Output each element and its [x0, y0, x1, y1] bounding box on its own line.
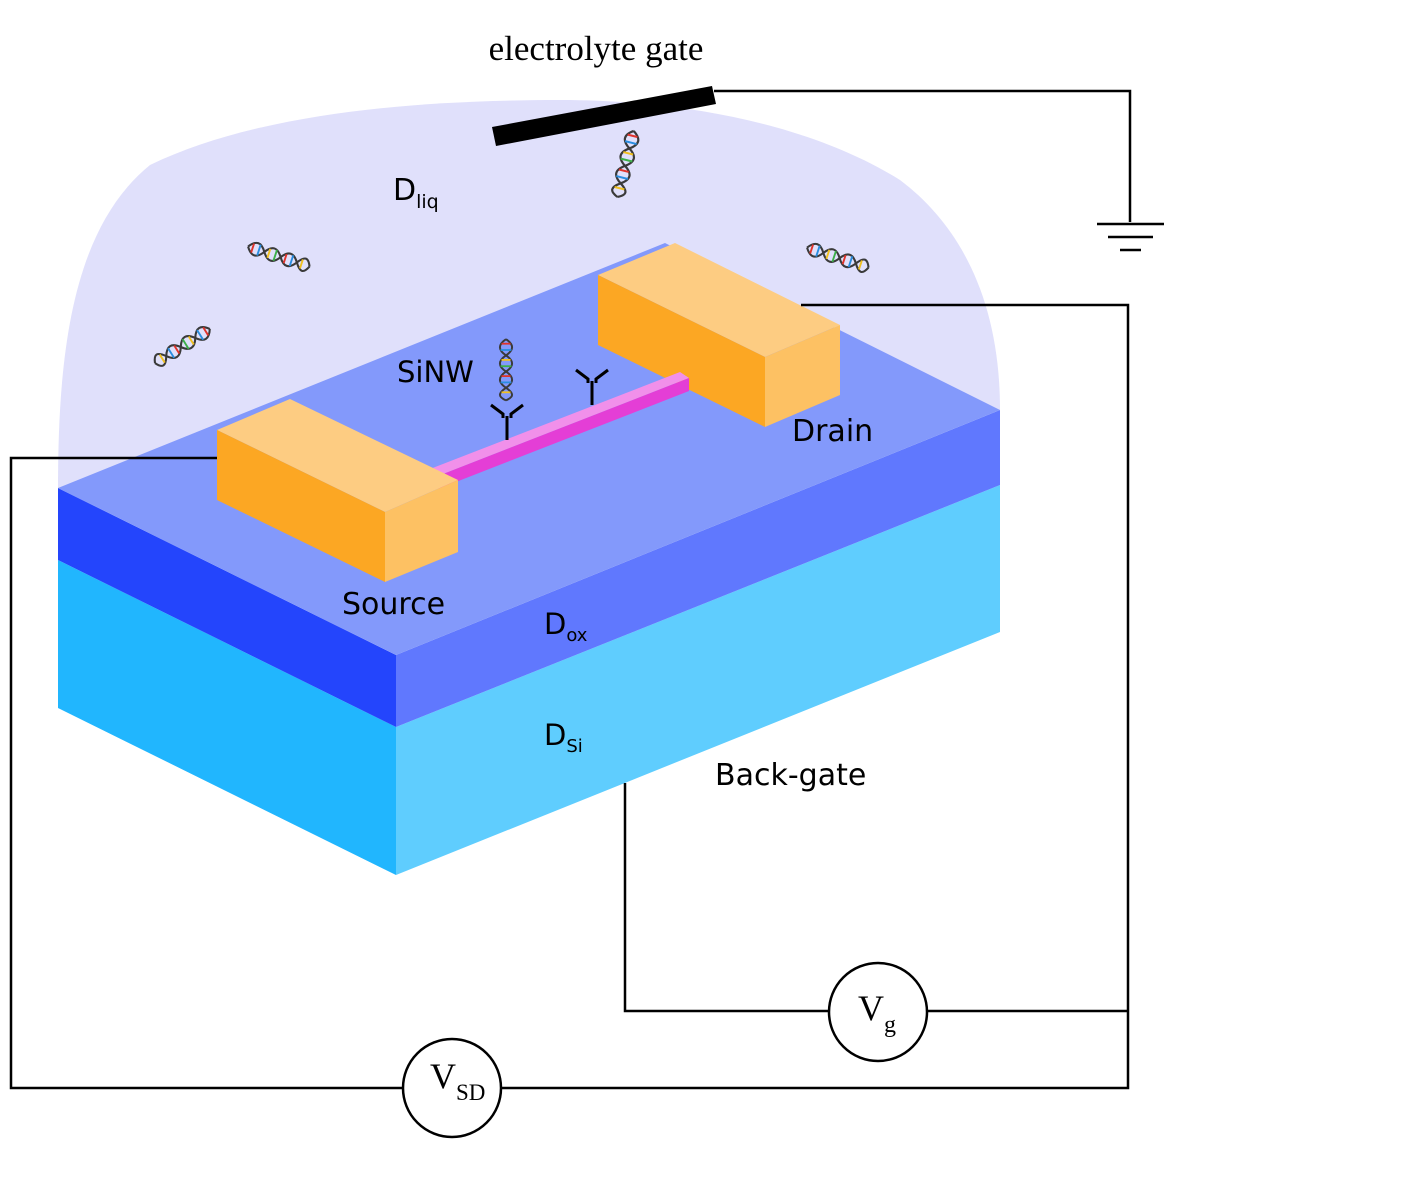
drain-contact-top [598, 243, 840, 357]
source-contact-front [217, 430, 385, 582]
oxide-layer-left [58, 488, 396, 727]
drain-contact-front [598, 275, 765, 427]
circuit-wires [9, 89, 1132, 1090]
back-gate-label: Back-gate [715, 758, 866, 793]
drain-contact-side [765, 325, 840, 427]
nanowire-front [438, 378, 689, 489]
electrolyte-gate-electrode [492, 86, 716, 146]
nanowire-top [430, 372, 689, 476]
source-label: Source [342, 587, 445, 622]
source-contact-top [217, 399, 458, 512]
vg-label: Vg [858, 988, 896, 1038]
d-liq-label: Dliq [393, 173, 439, 213]
electrolyte-gate-label: electrolyte gate [489, 29, 704, 68]
vg-voltage-source [827, 961, 929, 1063]
vsd-voltage-source [401, 1037, 503, 1139]
vsd-label: VSD [430, 1056, 485, 1105]
silicon-layer-right [396, 485, 1000, 875]
ground-symbol-icon [1097, 222, 1164, 252]
d-ox-label: Dox [544, 607, 588, 646]
oxide-layer-right [396, 410, 1000, 727]
d-si-label: DSi [544, 718, 583, 757]
drain-label: Drain [792, 414, 873, 449]
silicon-layer-left [58, 560, 396, 875]
source-contact-side [385, 480, 458, 582]
sinw-label: SiNW [397, 355, 474, 389]
